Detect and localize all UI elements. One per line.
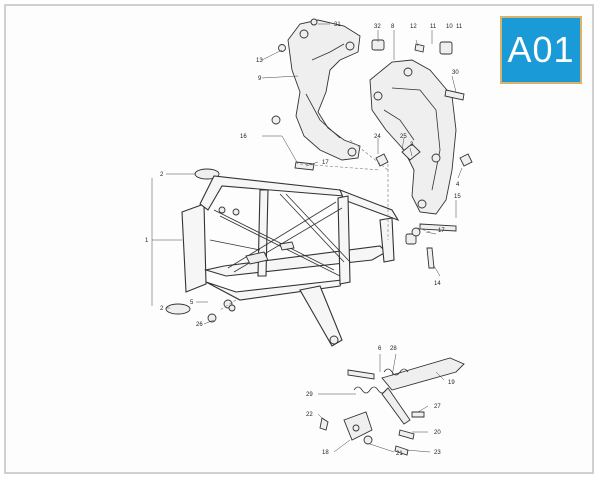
callout-31: 31 [334,22,341,28]
callout-24: 24 [374,134,381,140]
left-rear-bracket [278,18,361,161]
callout-28: 28 [390,346,397,352]
callout-23: 23 [434,450,441,456]
callout-21: 21 [396,451,403,457]
callout-32: 32 [374,24,381,30]
callout-15: 15 [454,194,461,200]
callout-11-b: 11 [456,24,463,30]
callout-3: 3 [410,142,414,148]
callout-16: 16 [240,134,247,140]
callout-1: 1 [145,238,149,244]
callout-29: 29 [306,392,313,398]
callout-12: 12 [410,24,417,30]
callout-labels: 31 13 9 32 8 11 10 11 12 30 16 17 24 25 … [145,22,463,457]
callout-8: 8 [391,24,395,30]
frame-bolts [405,223,457,269]
section-badge-label: A01 [507,29,575,70]
callout-14: 14 [434,281,441,287]
callout-17: 17 [322,160,329,166]
main-frame [165,168,400,347]
callout-19: 19 [448,380,455,386]
callout-13: 13 [256,58,263,64]
callout-18: 18 [322,450,329,456]
callout-30: 30 [452,70,459,76]
callout-25: 25 [400,134,407,140]
callout-17-b: 17 [438,228,445,234]
leader-lines [151,23,463,453]
side-stand-assembly [319,357,465,456]
callout-20: 20 [434,430,441,436]
callout-4: 4 [456,182,460,188]
callout-2-b: 2 [160,306,164,312]
callout-27: 27 [434,404,441,410]
callout-9: 9 [258,76,262,82]
callout-26: 26 [196,322,203,328]
callout-11: 11 [430,24,437,30]
callout-22: 22 [306,412,313,418]
callout-5: 5 [190,300,194,306]
callout-10: 10 [446,24,453,30]
right-rear-bracket [369,39,457,215]
section-badge: A01 [500,16,582,84]
callout-2: 2 [160,172,164,178]
callout-6: 6 [378,346,382,352]
